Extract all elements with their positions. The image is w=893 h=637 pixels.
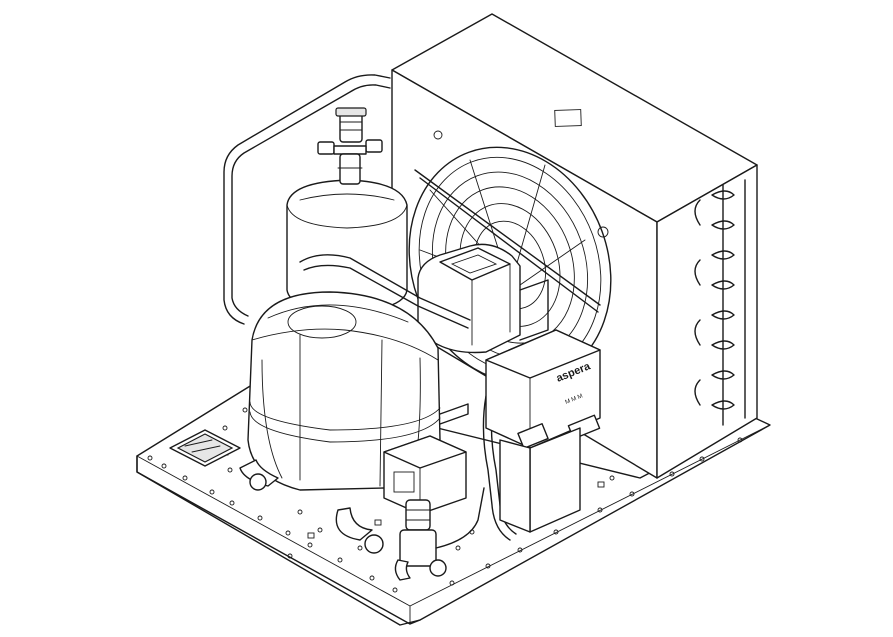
compressor-terminal-box [383, 435, 467, 515]
rating-plate [169, 429, 241, 467]
compressor [239, 291, 485, 581]
receiver-valve [317, 107, 383, 185]
condenser-coil [694, 179, 746, 426]
suction-line [299, 254, 517, 541]
service-valve [394, 487, 485, 581]
electrical-box: aspera M M M [485, 329, 601, 533]
fan-motor [417, 243, 549, 354]
liquid-receiver [286, 107, 408, 313]
discharge-pipe [223, 74, 391, 325]
